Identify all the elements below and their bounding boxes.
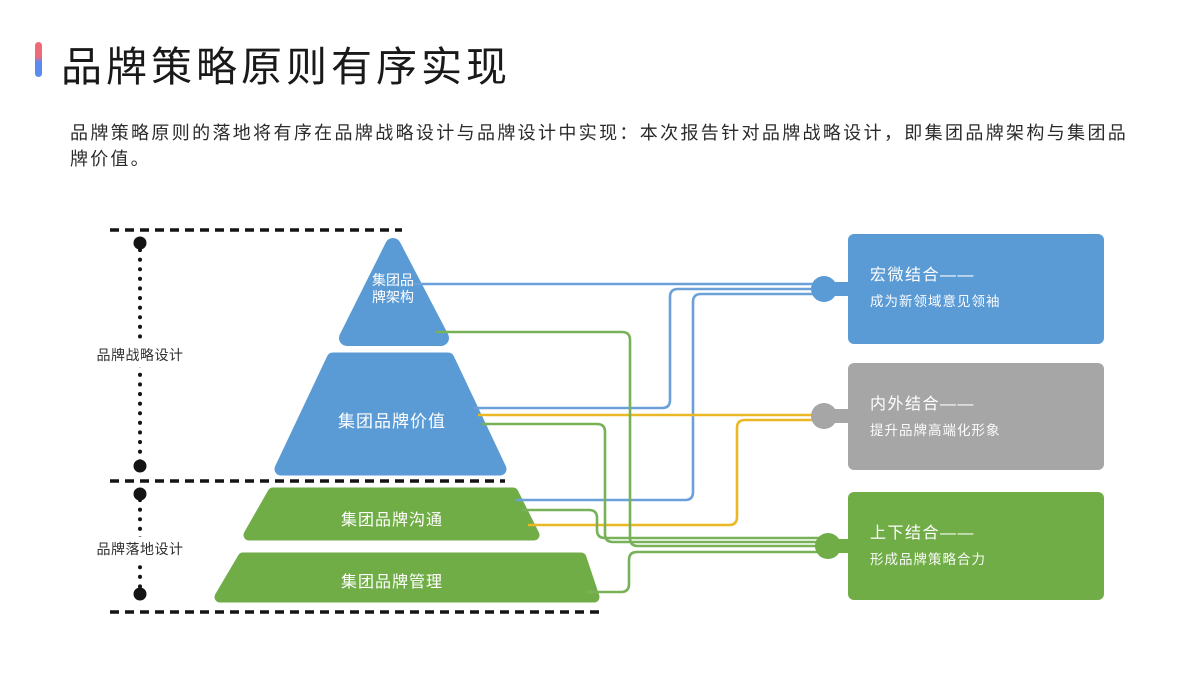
- pyramid-level-3-label: 集团品牌沟通: [340, 512, 443, 529]
- card1-node: [811, 276, 837, 302]
- result-card-title: 内外结合——: [870, 396, 976, 413]
- slide-title: 品牌策略原则有序实现: [61, 44, 511, 90]
- pyramid-level-1-label: 集团品牌架构: [372, 272, 414, 305]
- pyramid-level-3-shape: [243, 487, 540, 541]
- bracket-strategy-label: 品牌战略设计: [91, 343, 189, 367]
- connector-green-level1: [436, 330, 820, 548]
- bracket-landing-bottom-dot: [133, 587, 147, 601]
- intro-paragraph: 品牌策略原则的落地将有序在品牌战略设计与品牌设计中实现：本次报告针对品牌战略设计…: [70, 123, 1128, 169]
- result-card-inner-outer: 内外结合—— 提升品牌高端化形象: [848, 363, 1104, 470]
- result-card-macro-micro: 宏微结合—— 成为新领域意见领袖: [848, 234, 1104, 344]
- bracket-strategy-bottom-dot: [133, 459, 147, 473]
- result-card-title: 宏微结合——: [870, 267, 976, 284]
- card3-node: [815, 533, 841, 559]
- bracket-landing-label: 品牌落地设计: [91, 537, 189, 561]
- result-card-subtitle: 成为新领域意见领袖: [870, 294, 1001, 309]
- pyramid-level-2-label: 集团品牌价值: [338, 412, 446, 431]
- connector-green-level4: [586, 550, 820, 594]
- pyramid-level-2-shape: [274, 352, 507, 476]
- title-accent-bar: [35, 42, 42, 77]
- result-card-subtitle: 提升品牌高端化形象: [870, 423, 1001, 438]
- card2-node: [811, 403, 837, 429]
- bracket-strategy-top-dot: [133, 236, 147, 250]
- connector-blue-level2: [474, 287, 818, 410]
- bracket-landing-top-dot: [133, 487, 147, 501]
- result-card-subtitle: 形成品牌策略合力: [870, 552, 986, 567]
- result-card-up-down: 上下结合—— 形成品牌策略合力: [848, 492, 1104, 600]
- connector-green-level2: [482, 422, 820, 544]
- result-card-title: 上下结合——: [870, 525, 976, 542]
- connector-green-level3: [522, 508, 820, 540]
- connector-blue-level3: [516, 292, 818, 502]
- pyramid-level-4-label: 集团品牌管理: [340, 574, 443, 591]
- connector-yellow-level3: [528, 418, 818, 527]
- pyramid-level-1-shape: [339, 238, 449, 346]
- pyramid-level-4-shape: [214, 552, 600, 603]
